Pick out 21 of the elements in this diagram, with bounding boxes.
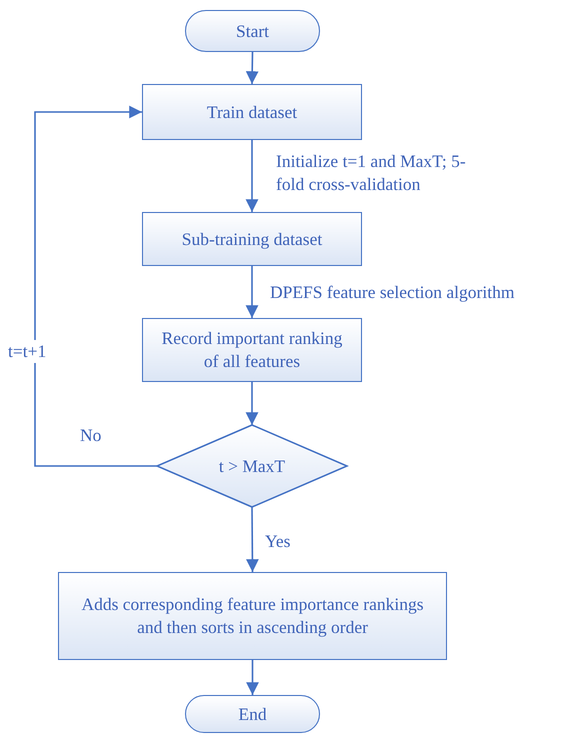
- node-text: Adds corresponding feature importance rankings and then sorts in ascending order: [80, 593, 425, 639]
- arrow: [246, 660, 259, 695]
- arrow: [246, 382, 258, 425]
- arrow: [246, 266, 258, 318]
- node-text: t > MaxT: [218, 454, 286, 478]
- end-terminal: [185, 695, 320, 733]
- arrow: [246, 140, 258, 212]
- node-text: Start: [236, 20, 270, 42]
- arrow: [34, 106, 157, 467]
- node-text: Sub-training dataset: [182, 228, 322, 250]
- process-box: [142, 84, 362, 140]
- node-text: Train dataset: [206, 100, 298, 124]
- process-box: [142, 318, 362, 382]
- arrow: [246, 507, 259, 572]
- start-terminal: [185, 10, 320, 52]
- node-text: Record important ranking of all features: [160, 327, 344, 373]
- node-text: End: [238, 702, 267, 726]
- loop-label: t=t+1: [8, 340, 46, 363]
- process-box: [142, 212, 362, 266]
- process-box: [58, 572, 447, 660]
- arrow: [246, 52, 259, 84]
